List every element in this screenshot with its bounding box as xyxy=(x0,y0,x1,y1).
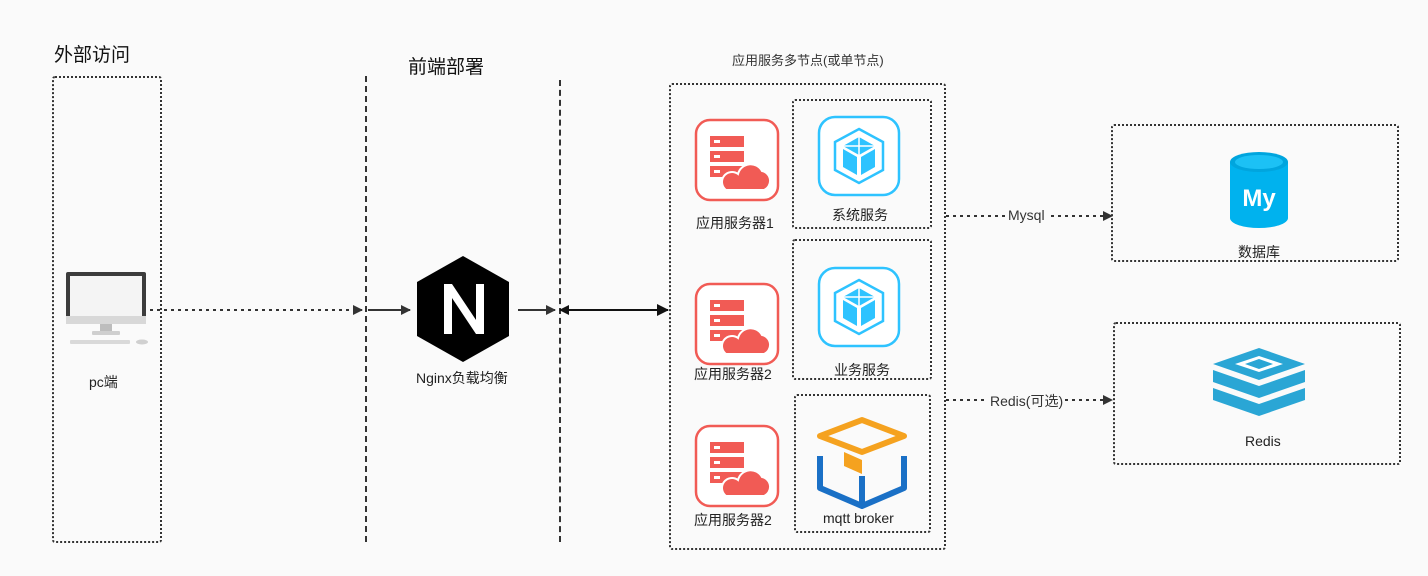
system-service-label: 系统服务 xyxy=(832,207,888,223)
business-service-label: 业务服务 xyxy=(834,362,890,378)
mqtt-box xyxy=(794,394,931,533)
monitor-icon xyxy=(66,272,148,345)
business-service-box xyxy=(792,239,932,380)
server3-label: 应用服务器2 xyxy=(694,512,772,528)
app-cluster-box xyxy=(669,83,946,550)
server-icon xyxy=(694,118,780,202)
server1-label: 应用服务器1 xyxy=(696,215,774,231)
service-cube-icon xyxy=(817,115,901,197)
mqtt-label: mqtt broker xyxy=(823,510,894,526)
service-cube-icon xyxy=(817,266,901,348)
mqtt-box-icon xyxy=(817,417,907,509)
nginx-icon xyxy=(417,256,509,362)
header-external: 外部访问 xyxy=(54,45,131,66)
header-app-group: 应用服务多节点(或单节点) xyxy=(732,53,884,68)
server-icon xyxy=(694,424,780,508)
mysql-database-icon: My xyxy=(1230,152,1288,228)
redis-stack-icon xyxy=(1213,348,1305,416)
database-label: 数据库 xyxy=(1238,244,1280,260)
server-icon xyxy=(694,282,780,366)
header-frontend: 前端部署 xyxy=(408,57,485,78)
database-box xyxy=(1111,124,1399,262)
redis-label: Redis xyxy=(1245,433,1281,449)
frontend-divider-left xyxy=(365,76,367,542)
server2-label: 应用服务器2 xyxy=(694,366,772,382)
edge-label-mysql: Mysql xyxy=(1006,207,1047,223)
edge-label-redis: Redis(可选) xyxy=(988,391,1066,411)
system-service-box xyxy=(792,99,932,229)
external-access-box xyxy=(52,76,162,543)
nginx-label: Nginx负载均衡 xyxy=(416,370,508,386)
mysql-icon-text: My xyxy=(1242,185,1276,212)
pc-label: pc端 xyxy=(89,374,118,390)
redis-box xyxy=(1113,322,1401,465)
